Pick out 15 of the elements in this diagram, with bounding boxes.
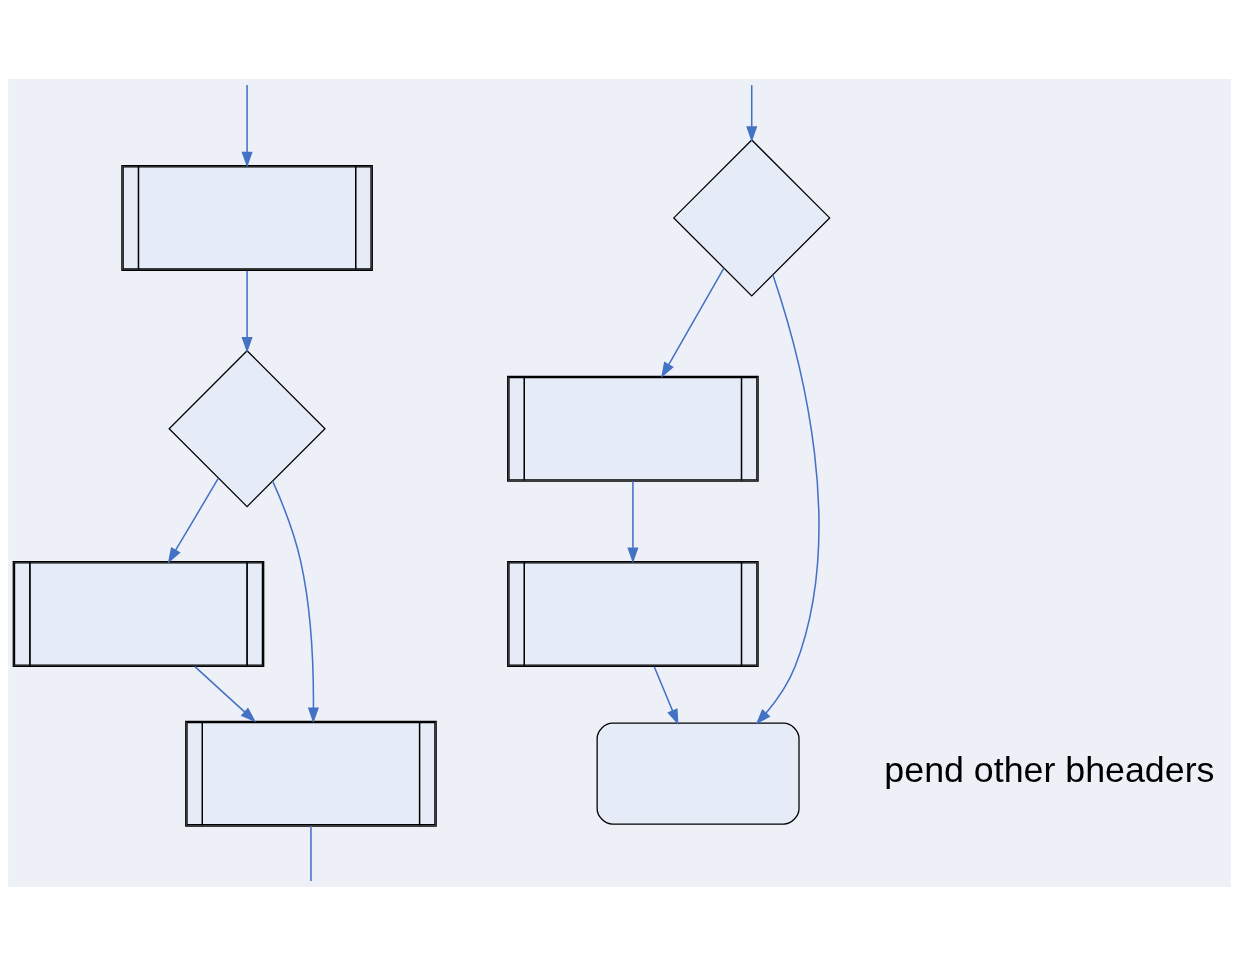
arrow bbox=[167, 477, 220, 563]
arrow bbox=[755, 273, 820, 725]
arrow bbox=[271, 479, 319, 723]
node-diamond bbox=[672, 138, 831, 297]
arrow bbox=[627, 480, 639, 563]
node-stadium bbox=[596, 722, 800, 825]
node-diamond bbox=[168, 349, 326, 508]
arrow bbox=[746, 83, 758, 142]
arrow bbox=[241, 269, 253, 353]
arrow bbox=[194, 665, 257, 722]
arrow bbox=[661, 266, 725, 378]
label: pend other bheaders bbox=[884, 749, 1215, 790]
connector bbox=[310, 824, 312, 882]
arrow bbox=[241, 83, 253, 167]
arrow bbox=[653, 665, 679, 725]
